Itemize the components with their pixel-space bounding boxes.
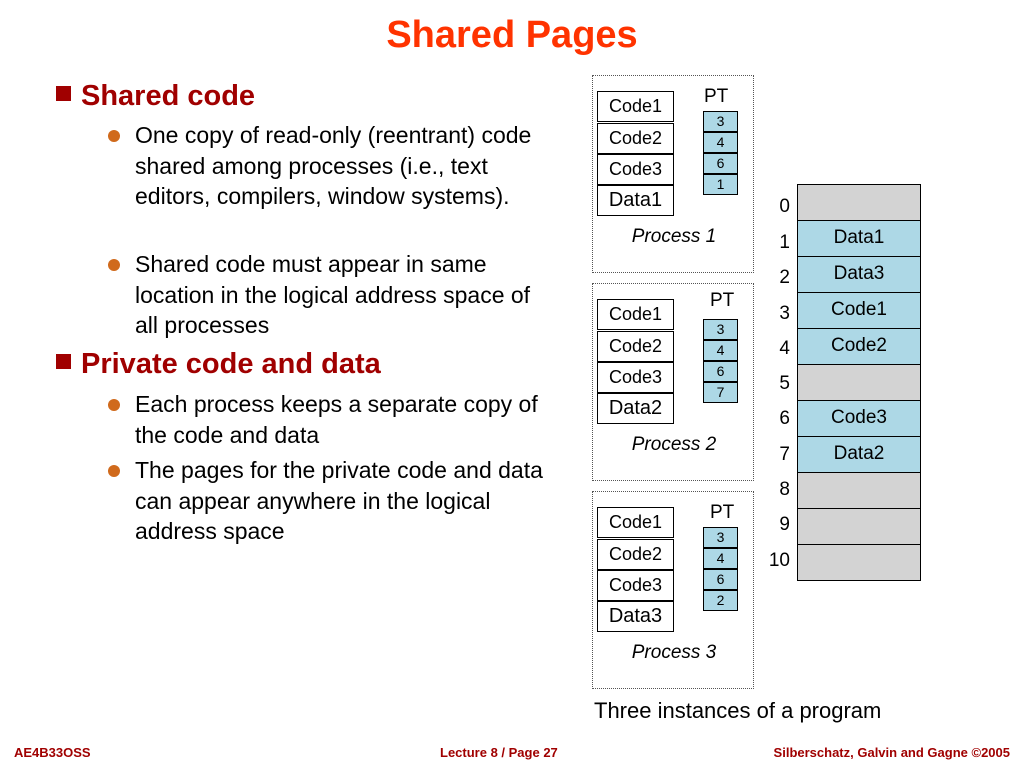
bullet-item: Shared code must appear in same location…: [108, 249, 548, 341]
memory-frame-index: 2: [779, 267, 790, 288]
round-bullet-icon: [108, 130, 120, 142]
process-2-frame: [592, 283, 754, 481]
process-page-cell: Code3: [597, 154, 674, 185]
footer-page-number: Lecture 8 / Page 27: [440, 745, 558, 760]
round-bullet-icon: [108, 399, 120, 411]
process-page-cell: Code1: [597, 91, 674, 122]
page-table-entry: 4: [703, 132, 738, 153]
square-bullet-icon: [56, 86, 71, 101]
bullet-text: Shared code must appear in same location…: [135, 251, 531, 338]
process-caption: Process 1: [631, 226, 717, 247]
bullet-item: One copy of read-only (reentrant) code s…: [108, 120, 548, 212]
memory-frame-index: 3: [779, 303, 790, 324]
memory-frame: [797, 184, 921, 221]
memory-frame-index: 6: [779, 408, 790, 429]
bullet-text: One copy of read-only (reentrant) code s…: [135, 122, 532, 209]
square-bullet-icon: [56, 354, 71, 369]
page-table-entry: 3: [703, 111, 738, 132]
memory-frame-index: 0: [779, 196, 790, 217]
page-table-label: PT: [710, 290, 735, 311]
memory-frame: [797, 508, 921, 545]
bullet-heading-private-code: Private code and data: [56, 348, 381, 381]
process-page-cell: Code2: [597, 539, 674, 570]
page-table-entry: 2: [703, 590, 738, 611]
process-page-cell: Code1: [597, 507, 674, 538]
process-page-cell: Data3: [597, 601, 674, 632]
process-caption: Process 2: [631, 434, 717, 455]
memory-frame-index: 9: [779, 514, 790, 535]
memory-frame-index: 4: [779, 338, 790, 359]
process-page-cell: Code2: [597, 123, 674, 154]
page-table-label: PT: [710, 502, 735, 523]
heading-text: Shared code: [81, 80, 256, 112]
process-page-cell: Code1: [597, 299, 674, 330]
page-table-entry: 7: [703, 382, 738, 403]
process-page-cell: Code3: [597, 570, 674, 601]
round-bullet-icon: [108, 465, 120, 477]
page-table-entry: 3: [703, 527, 738, 548]
memory-frame: [797, 544, 921, 581]
memory-frame: [797, 472, 921, 509]
memory-frame: Code3: [797, 400, 921, 437]
heading-text: Private code and data: [81, 348, 381, 380]
page-table-entry: 3: [703, 319, 738, 340]
process-1-frame: [592, 75, 754, 273]
process-caption: Process 3: [631, 642, 717, 663]
page-table-entry: 1: [703, 174, 738, 195]
memory-frame-index: 5: [779, 373, 790, 394]
memory-frame: [797, 364, 921, 401]
memory-frame: Data1: [797, 220, 921, 257]
memory-frame-index: 8: [779, 479, 790, 500]
memory-frame: Data3: [797, 256, 921, 293]
slide-title: Shared Pages: [386, 14, 638, 56]
memory-frame: Code1: [797, 292, 921, 329]
page-table-entry: 6: [703, 153, 738, 174]
process-page-cell: Code3: [597, 362, 674, 393]
memory-frame-index: 1: [779, 232, 790, 253]
bullet-item: Each process keeps a separate copy of th…: [108, 389, 548, 450]
process-page-cell: Data1: [597, 185, 674, 216]
footer-copyright: Silberschatz, Galvin and Gagne ©2005: [773, 745, 1010, 760]
memory-frame: Code2: [797, 328, 921, 365]
page-table-entry: 4: [703, 340, 738, 361]
page-table-label: PT: [704, 86, 729, 107]
bullet-text: The pages for the private code and data …: [135, 457, 543, 544]
page-table-entry: 6: [703, 569, 738, 590]
bullet-text: Each process keeps a separate copy of th…: [135, 391, 538, 448]
process-page-cell: Code2: [597, 331, 674, 362]
process-3-frame: [592, 491, 754, 689]
bullet-heading-shared-code: Shared code: [56, 80, 255, 113]
memory-frame: Data2: [797, 436, 921, 473]
memory-frame-index: 7: [779, 444, 790, 465]
diagram-caption: Three instances of a program: [594, 698, 882, 723]
page-table-entry: 4: [703, 548, 738, 569]
memory-frame-index: 10: [768, 550, 790, 571]
bullet-item: The pages for the private code and data …: [108, 455, 548, 547]
page-table-entry: 6: [703, 361, 738, 382]
round-bullet-icon: [108, 259, 120, 271]
process-page-cell: Data2: [597, 393, 674, 424]
footer-course-code: AE4B33OSS: [14, 745, 91, 760]
